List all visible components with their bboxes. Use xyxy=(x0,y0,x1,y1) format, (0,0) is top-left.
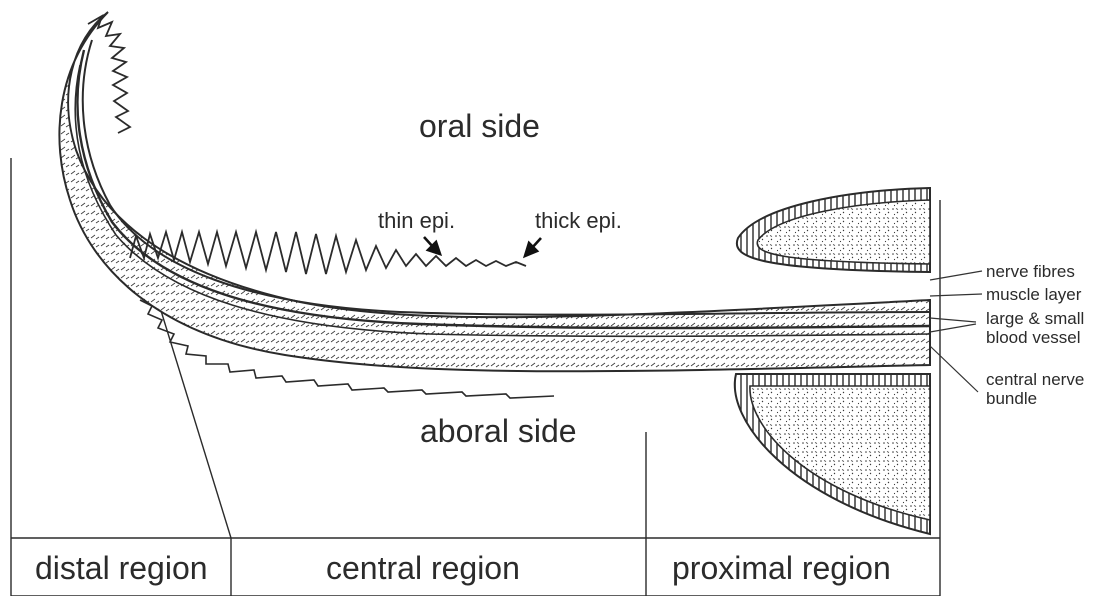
upper-lobe xyxy=(737,188,930,272)
aboral-side-label: aboral side xyxy=(420,415,577,447)
callout-nerve-fibres: nerve fibres xyxy=(986,262,1075,281)
thin-epi-label: thin epi. xyxy=(378,210,455,232)
callout-leaders xyxy=(930,271,982,392)
region-distal: distal region xyxy=(35,552,208,584)
callout-muscle-layer: muscle layer xyxy=(986,285,1081,304)
epi-arrows xyxy=(424,237,541,256)
region-proximal: proximal region xyxy=(672,552,891,584)
region-central: central region xyxy=(326,552,520,584)
callout-blood-vessel: large & small blood vessel xyxy=(986,309,1084,347)
oral-side-label: oral side xyxy=(419,110,540,142)
lower-lobe xyxy=(735,374,930,534)
thick-epi-label: thick epi. xyxy=(535,210,622,232)
callout-central-nerve-bundle: central nerve bundle xyxy=(986,370,1084,408)
